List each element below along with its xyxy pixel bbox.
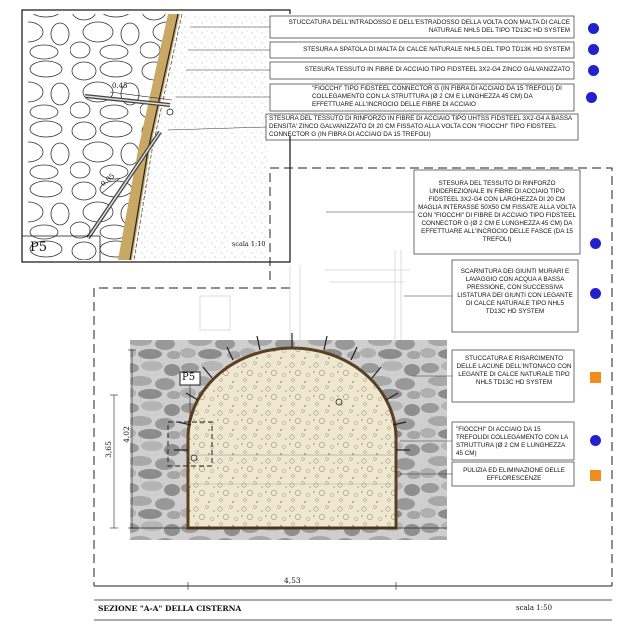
connector-ticks xyxy=(174,333,410,451)
top-notes-leaders xyxy=(167,26,270,131)
height-outer-dim: 4,02 xyxy=(121,426,131,443)
marker-right-4 xyxy=(590,435,601,446)
detail-scale-label: scala 1:10 xyxy=(232,240,266,248)
cistern-vault xyxy=(186,346,398,530)
section-dashed-frame xyxy=(269,167,613,586)
dimension-lines xyxy=(110,349,397,590)
section-marker-label: P5 xyxy=(182,372,196,383)
p5-callout-box xyxy=(167,421,213,467)
note-stuccatura-volta: STUCCATURA DELL'INTRADOSSO E DELL'ESTRAD… xyxy=(288,19,570,34)
note-stuccatura-lacune: STUCCATURA E RISARCIMENTO DELLE LACUNE D… xyxy=(456,355,572,386)
note-tessuto-unidirezionale: STESURA DEL TESSUTO DI RINFORZO UNIDEREZ… xyxy=(418,180,576,243)
section-title: SEZIONE "A-A" DELLA CISTERNA xyxy=(98,604,242,613)
note-fiocchi-connector: "FIOCCHI" TIPO FIDSTEEL CONNECTOR G (IN … xyxy=(312,85,562,108)
width-dim: 4,53 xyxy=(284,576,301,585)
note-stesura-spatola: STESURA A SPATOLA DI MALTA DI CALCE NATU… xyxy=(303,46,570,53)
note-fiocchi-acciaio: "FIOCCHI" DI ACCIAIO DA 15 TREFOLIDI COL… xyxy=(456,426,568,457)
marker-note-4 xyxy=(586,92,597,103)
note-stesura-rinforzo: STESURA DEL TESSUTO DI RINFORZO IN FIBRE… xyxy=(269,115,572,138)
right-notes-leaders xyxy=(326,211,452,475)
marker-right-3 xyxy=(590,372,601,383)
note-scarnitura-giunti: SCARNITURA DEI GIUNTI MURARI E LAVAGGIO … xyxy=(457,268,573,315)
detail-p5-drawing xyxy=(28,13,268,261)
marker-right-1 xyxy=(590,238,601,249)
height-inner-dim: 3,65 xyxy=(103,441,113,458)
marker-right-5 xyxy=(590,470,601,481)
background-elevation xyxy=(199,250,410,340)
note-tessuto-acciaio: STESURA TESSUTO IN FIBRE DI ACCIAIO TIPO… xyxy=(304,66,570,73)
marker-right-2 xyxy=(590,288,601,299)
note-pulizia-efflorescenze: PULIZIA ED ELIMINAZIONE DELLE EFFLORESCE… xyxy=(463,467,565,482)
detail-dim-a: 0.45 xyxy=(112,82,128,90)
marker-note-3 xyxy=(588,65,599,76)
marker-note-1 xyxy=(588,23,599,34)
detail-id-label: P5 xyxy=(30,240,48,255)
marker-note-2 xyxy=(588,44,599,55)
section-scale: scala 1:50 xyxy=(516,604,553,612)
